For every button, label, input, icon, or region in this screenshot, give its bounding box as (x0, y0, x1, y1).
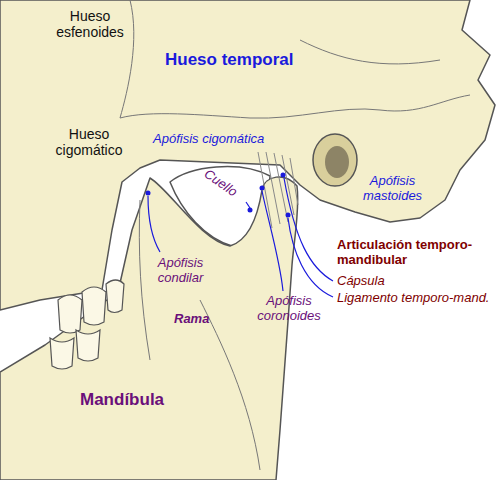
leader-dot (281, 173, 286, 178)
part-label: Apófisis condilar (148, 256, 213, 286)
mandible (0, 177, 298, 480)
part-label: Hueso cigomático (48, 126, 130, 158)
leader-lines (148, 178, 333, 297)
leader-line (148, 196, 160, 252)
sutures (120, 0, 470, 470)
part-label: Cápsula (337, 274, 385, 289)
part-label: Hueso temporal (165, 50, 293, 70)
part-label: Ligamento temporo-mand. (337, 291, 489, 306)
part-label: Articulación temporo-mandibular (337, 238, 477, 268)
leader-dot (146, 191, 151, 196)
part-label: Apófisis mastoides (355, 174, 430, 204)
leader-dot (286, 213, 291, 218)
leader-line (284, 178, 333, 281)
leader-dot (260, 186, 265, 191)
part-label: Apófisis coronoides (250, 294, 328, 324)
ear-canal-inner (325, 146, 349, 178)
teeth (50, 280, 124, 369)
part-label: Apófisis cigomática (153, 132, 264, 147)
leader-line (288, 218, 333, 297)
leader-line (246, 202, 250, 208)
ear-canal (313, 134, 357, 186)
part-label: Hueso esfenoides (50, 8, 130, 40)
leader-dot (248, 208, 253, 213)
leader-line (262, 191, 283, 291)
part-label: Mandíbula (80, 390, 164, 410)
part-label: Rama (174, 312, 209, 327)
